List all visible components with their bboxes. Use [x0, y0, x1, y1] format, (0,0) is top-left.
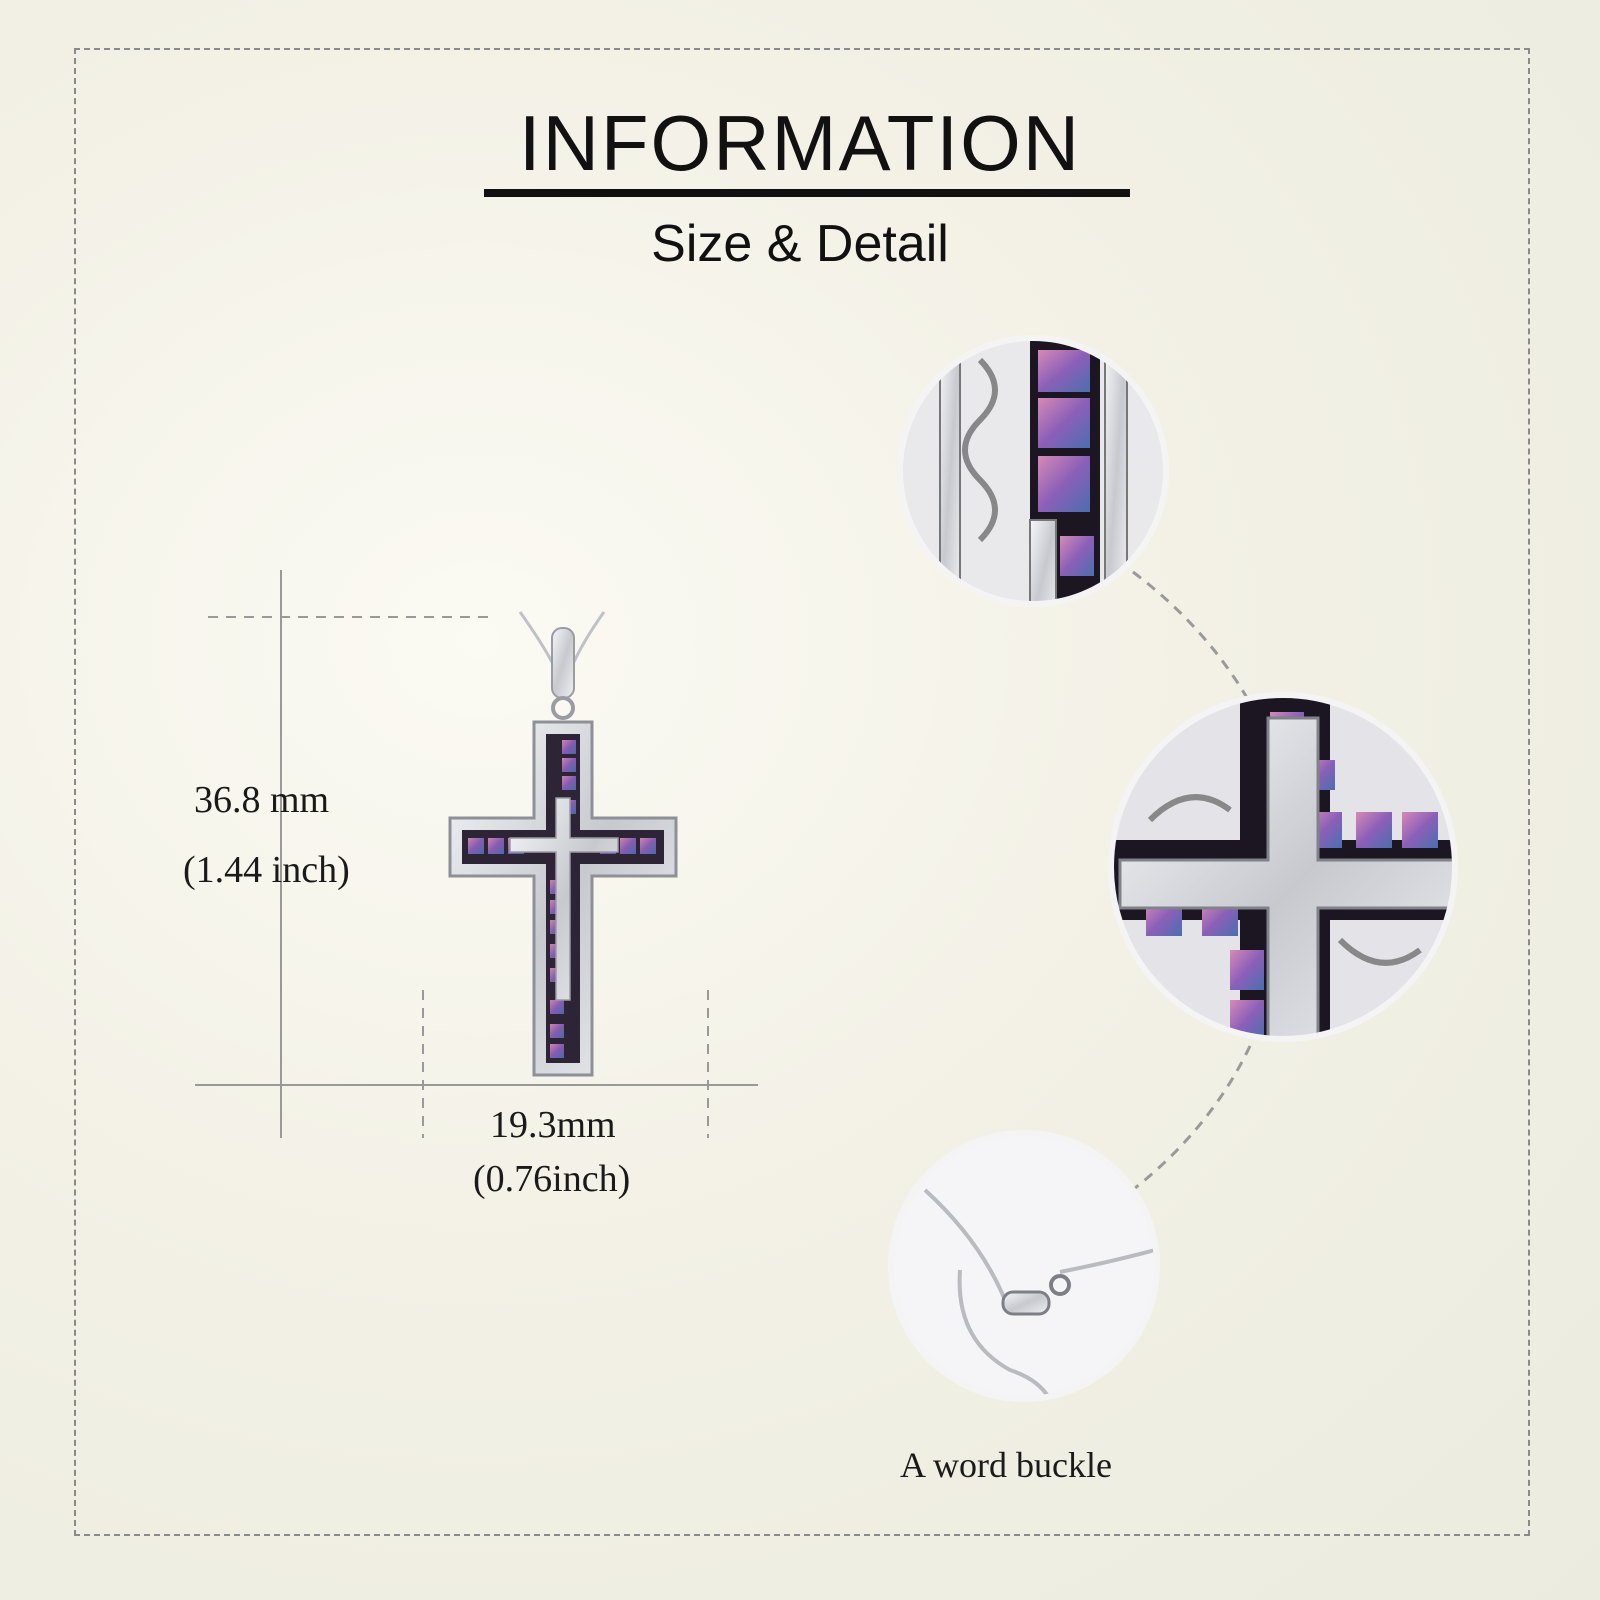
page-title: INFORMATION: [518, 99, 1082, 187]
detail-circle-center: [1111, 695, 1455, 1039]
height-inch-label: (1.44 inch): [183, 849, 350, 891]
dashed-frame: [74, 48, 1530, 1536]
width-inch-label: (0.76inch): [473, 1158, 631, 1200]
detail-circle-top: [900, 338, 1166, 604]
page-subtitle: Size & Detail: [651, 215, 949, 273]
cross-pendant: [448, 627, 678, 1077]
clasp-caption: A word buckle: [900, 1445, 1112, 1485]
pendant-chain: [518, 611, 606, 663]
height-mm-label: 36.8 mm: [194, 779, 330, 821]
detail-connectors: [1129, 570, 1256, 1194]
title-underline: [484, 189, 1130, 197]
dimension-lines: [195, 570, 758, 1138]
width-mm-label: 19.3mm: [490, 1104, 616, 1146]
detail-circle-clasp: [891, 1133, 1157, 1399]
